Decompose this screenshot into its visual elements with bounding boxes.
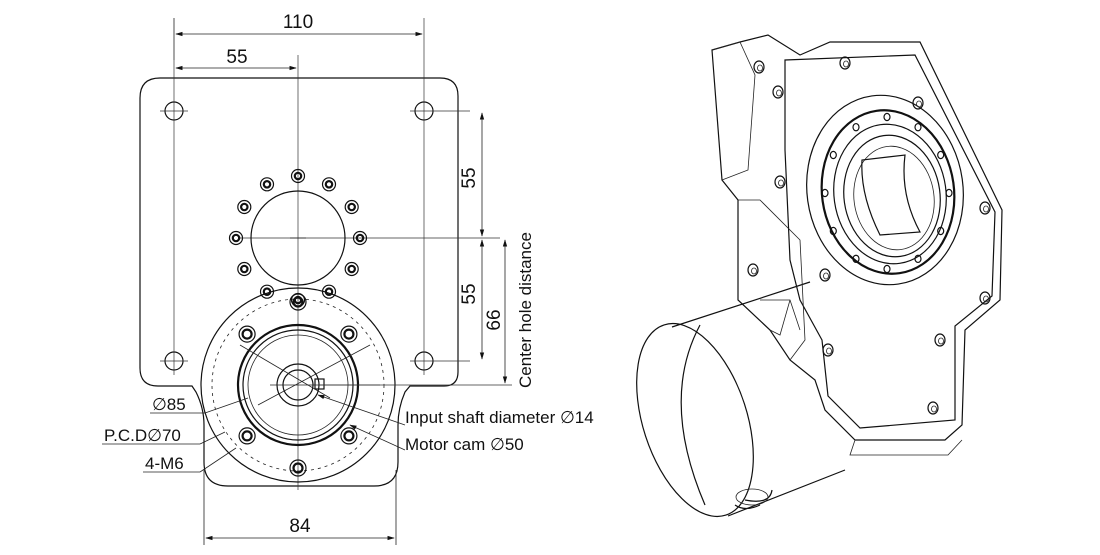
bolt-hole <box>344 261 359 277</box>
mounting-plate-outline <box>139 77 459 487</box>
isometric-view <box>636 34 1003 518</box>
motor-cylinder <box>636 281 846 518</box>
bolt-hole <box>352 230 368 246</box>
flange-hole <box>340 325 358 343</box>
corner-hole-top-right <box>410 101 470 121</box>
bolt-hole <box>321 177 337 192</box>
flange-ring-hole <box>821 188 829 198</box>
label-motor-cam: Motor cam ∅50 <box>405 435 524 454</box>
flange-ring-hole <box>852 254 860 264</box>
label-thread-m6: 4-M6 <box>145 454 184 473</box>
housing-hole <box>822 343 834 357</box>
flange-ring-hole <box>945 188 953 198</box>
leader-diagonal-2 <box>239 344 331 399</box>
bolt-hole <box>259 177 275 192</box>
flange-ring-hole <box>937 226 945 236</box>
dimension-110: 110 <box>283 12 313 33</box>
housing-hole <box>927 401 939 415</box>
housing-bolt-holes <box>747 56 991 415</box>
flange-ring-hole <box>914 122 922 132</box>
bolt-hole <box>344 199 359 215</box>
front-view: 110 55 55 55 66 Center hole distance 84 … <box>102 12 594 545</box>
bolt-hole <box>228 230 244 246</box>
flange-ring-hole <box>829 150 837 160</box>
bolt-hole <box>290 168 306 184</box>
dimension-66: 66 <box>484 309 505 330</box>
bolt-hole <box>237 261 252 277</box>
flange-bolt-holes <box>821 112 953 274</box>
label-diameter-85: ∅85 <box>152 395 186 414</box>
center-hole-distance-label: Center hole distance <box>516 232 535 388</box>
leader-pcd <box>199 431 226 445</box>
output-bolt-holes <box>228 168 368 308</box>
flange-hole <box>289 293 307 311</box>
flange-hole <box>289 459 307 477</box>
flange-hole <box>238 325 256 343</box>
leader-motor-cam <box>349 424 406 451</box>
flange-hole <box>340 427 358 445</box>
dimension-55-horizontal: 55 <box>226 47 247 68</box>
housing-hole <box>979 291 991 305</box>
flange-ring-hole <box>937 150 945 160</box>
corner-hole-bottom-right <box>410 351 470 371</box>
label-input-shaft: Input shaft diameter ∅14 <box>405 408 594 427</box>
housing-hole <box>912 96 924 110</box>
output-flange <box>806 94 964 286</box>
output-bore <box>250 190 346 286</box>
dimension-55-upper: 55 <box>459 167 480 188</box>
housing-hole <box>979 201 991 215</box>
flange-hole <box>238 427 256 445</box>
housing-hole <box>934 333 946 347</box>
leader-thread <box>199 447 237 473</box>
motor-flange-holes <box>238 293 358 477</box>
housing-hole <box>819 268 831 282</box>
dimension-55-lower: 55 <box>459 283 480 304</box>
gearbox-housing <box>711 34 1003 456</box>
flange-ring-hole <box>883 264 891 274</box>
housing-hole <box>774 175 786 189</box>
leader-diagonal-1 <box>257 344 371 406</box>
flange-ring-hole <box>829 226 837 236</box>
label-pcd-70: P.C.D∅70 <box>104 426 181 445</box>
housing-hole <box>753 60 765 74</box>
housing-hole <box>747 263 759 277</box>
leader-85 <box>204 397 249 414</box>
leader-input-shaft <box>317 394 406 426</box>
dimension-84: 84 <box>289 516 311 537</box>
bolt-hole <box>237 199 252 215</box>
flange-ring-hole <box>914 254 922 264</box>
housing-hole <box>772 85 784 99</box>
flange-ring-hole <box>852 122 860 132</box>
housing-hole <box>839 56 851 70</box>
flange-ring-hole <box>883 112 891 122</box>
